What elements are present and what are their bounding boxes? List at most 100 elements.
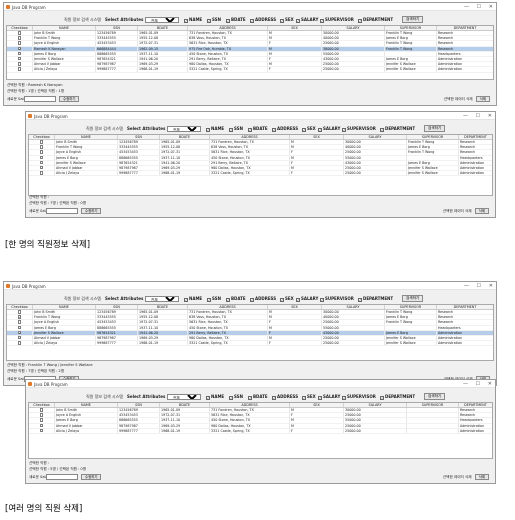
row-checkbox[interactable] — [17, 335, 22, 340]
search-button[interactable]: 검색하기 — [402, 16, 424, 23]
row-checkbox[interactable] — [17, 36, 22, 40]
minimize-icon[interactable]: — — [464, 283, 469, 289]
maximize-icon[interactable]: ☐ — [476, 283, 481, 289]
checkbox-supervisor[interactable]: ✓SUPERVISOR — [320, 296, 354, 302]
attribute-select[interactable]: 전체 — [167, 394, 201, 400]
checkbox-salary[interactable]: ✓SALARY — [296, 296, 319, 302]
checkbox-name[interactable]: ✓NAME — [206, 394, 225, 400]
minimize-icon[interactable]: — — [464, 4, 469, 10]
update-button[interactable]: 수정하기 — [59, 96, 80, 102]
row-checkbox[interactable] — [39, 165, 44, 170]
row-checkbox[interactable] — [39, 423, 44, 428]
checkbox-department[interactable]: ✓DEPARTMENT — [358, 296, 394, 302]
checkbox-department[interactable]: ✓DEPARTMENT — [380, 126, 416, 132]
close-icon[interactable]: ✕ — [488, 283, 493, 289]
row-checkbox[interactable] — [17, 51, 22, 56]
row-checkbox[interactable] — [17, 325, 22, 330]
checkbox-department[interactable]: ✓DEPARTMENT — [358, 17, 394, 23]
row-checkbox[interactable] — [17, 62, 22, 66]
checkbox-ssn[interactable]: ✓SSN — [207, 296, 221, 302]
row-checkbox[interactable] — [39, 418, 44, 422]
checkbox-ssn[interactable]: ✓SSN — [207, 17, 221, 23]
checkbox-bdate[interactable]: ✓BDATE — [248, 126, 268, 132]
checkbox-supervisor[interactable]: ✓SUPERVISOR — [342, 394, 376, 400]
checkbox-sex[interactable]: ✓SEX — [280, 296, 294, 302]
row-checkbox[interactable] — [39, 150, 44, 154]
delete-button[interactable]: 삭제 — [474, 474, 489, 480]
row-checkbox[interactable] — [17, 320, 22, 324]
row-checkbox[interactable] — [39, 408, 44, 412]
checkbox-ssn[interactable]: ✓SSN — [229, 394, 243, 400]
row-checkbox[interactable] — [39, 413, 44, 417]
checkbox-bdate[interactable]: ✓BDATE — [248, 394, 268, 400]
checkbox-ssn[interactable]: ✓SSN — [229, 126, 243, 132]
maximize-icon[interactable]: ☐ — [475, 113, 480, 119]
row-checkbox[interactable]: ✓ — [17, 315, 22, 320]
row-checkbox[interactable] — [17, 310, 22, 314]
row-checkbox[interactable] — [17, 341, 22, 345]
new-salary-input[interactable] — [24, 96, 56, 102]
row-checkbox[interactable] — [39, 160, 44, 165]
checkbox-salary[interactable]: ✓SALARY — [318, 394, 341, 400]
update-button[interactable]: 수정하기 — [81, 208, 102, 214]
checkbox-sex[interactable]: ✓SEX — [280, 17, 294, 23]
row-checkbox[interactable] — [39, 171, 44, 175]
row-checkbox[interactable] — [17, 31, 22, 35]
search-button[interactable]: 검색하기 — [402, 295, 424, 302]
row-checkbox[interactable]: ✓ — [17, 46, 22, 51]
row-checkbox[interactable]: ✓ — [17, 330, 22, 335]
update-button[interactable]: 수정하기 — [81, 474, 102, 480]
row-checkbox[interactable] — [39, 428, 44, 433]
delete-button[interactable]: 삭제 — [475, 96, 490, 102]
checkbox-bdate[interactable]: ✓BDATE — [226, 296, 246, 302]
search-button[interactable]: 검색하기 — [424, 393, 446, 400]
checkbox-department[interactable]: ✓DEPARTMENT — [380, 394, 416, 400]
checkbox-name[interactable]: ✓NAME — [184, 17, 203, 23]
checkbox-address[interactable]: ✓ADDRESS — [272, 126, 299, 132]
row-checkbox[interactable] — [39, 140, 44, 144]
attribute-select[interactable]: 전체 — [145, 296, 179, 302]
maximize-icon[interactable]: ☐ — [476, 4, 481, 10]
new-salary-input[interactable] — [46, 208, 78, 214]
close-icon[interactable]: ✕ — [487, 113, 492, 119]
checkbox-address[interactable]: ✓ADDRESS — [250, 17, 277, 23]
checkbox-bdate[interactable]: ✓BDATE — [226, 17, 246, 23]
close-icon[interactable]: ✕ — [487, 381, 492, 387]
new-salary-input[interactable] — [46, 474, 78, 480]
checkbox-sex[interactable]: ✓SEX — [302, 126, 316, 132]
delete-button[interactable]: 삭제 — [474, 208, 489, 214]
minimize-icon[interactable]: — — [463, 113, 468, 119]
checkbox-address[interactable]: ✓ADDRESS — [272, 394, 299, 400]
maximize-icon[interactable]: ☐ — [475, 381, 480, 387]
row-checkbox[interactable] — [39, 155, 44, 160]
close-icon[interactable]: ✕ — [488, 4, 493, 10]
minimize-icon[interactable]: — — [463, 381, 468, 387]
row-checkbox[interactable] — [17, 41, 22, 45]
checkbox-salary[interactable]: ✓SALARY — [318, 126, 341, 132]
